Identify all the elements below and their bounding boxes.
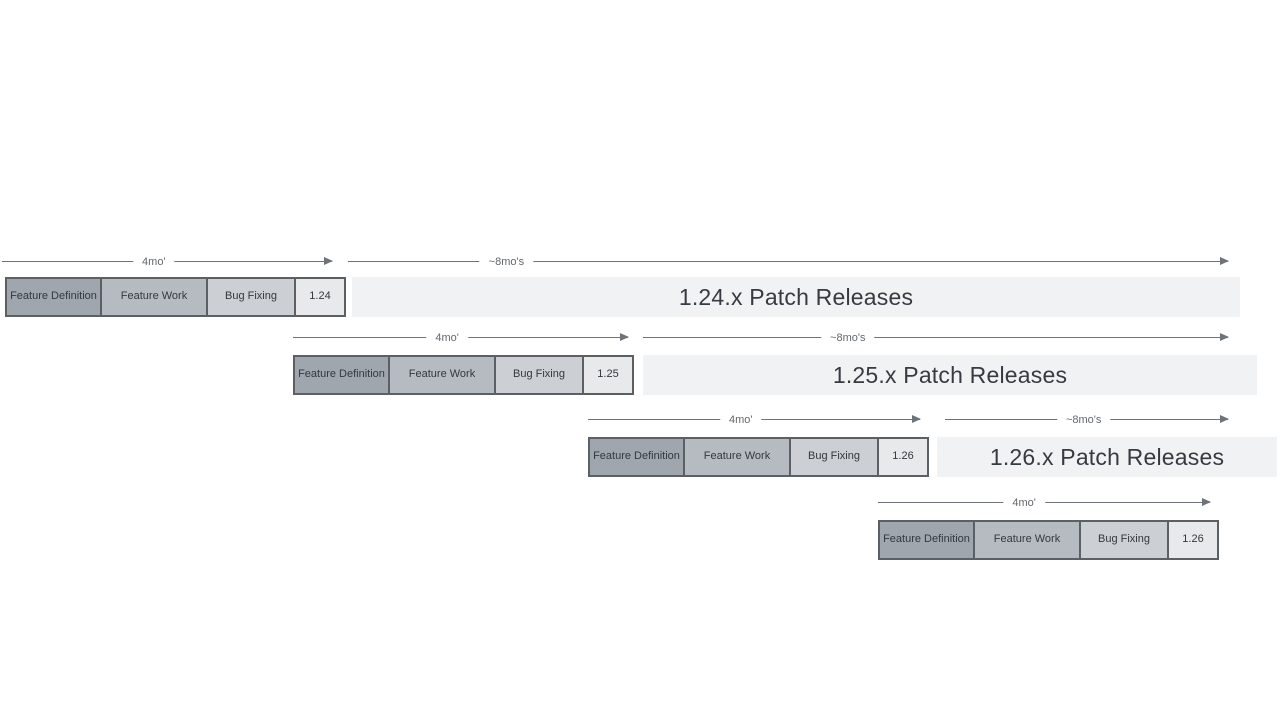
duration-label-8mo: ~8mo's — [821, 331, 875, 345]
duration-label-8mo: ~8mo's — [479, 255, 534, 269]
timeline-arrow-8mo-1.26: ~8mo's — [945, 413, 1229, 427]
stage-feature-work: Feature Work — [973, 520, 1081, 560]
patch-releases-bar-1.24: 1.24.x Patch Releases — [352, 277, 1240, 317]
version-box: 1.26 — [877, 437, 929, 477]
duration-label-4mo: 4mo' — [1003, 496, 1045, 510]
stage-feature-definition: Feature Definition — [878, 520, 975, 560]
stage-feature-definition: Feature Definition — [293, 355, 390, 395]
stage-feature-definition: Feature Definition — [588, 437, 685, 477]
stage-feature-work: Feature Work — [683, 437, 791, 477]
stage-bug-fixing: Bug Fixing — [206, 277, 296, 317]
timeline-arrow-4mo-1.26: 4mo' — [588, 413, 921, 427]
duration-label-4mo: 4mo' — [719, 413, 762, 427]
timeline-arrow-4mo-1.25: 4mo' — [293, 331, 629, 345]
stage-feature-work: Feature Work — [100, 277, 208, 317]
stage-bug-fixing: Bug Fixing — [494, 355, 584, 395]
stage-bug-fixing: Bug Fixing — [1079, 520, 1169, 560]
release-row-1.24: Feature Definition Feature Work Bug Fixi… — [5, 277, 346, 317]
version-box: 1.26 — [1167, 520, 1219, 560]
release-row-1.25: Feature Definition Feature Work Bug Fixi… — [293, 355, 634, 395]
stage-feature-definition: Feature Definition — [5, 277, 102, 317]
patch-releases-bar-1.25: 1.25.x Patch Releases — [643, 355, 1257, 395]
stage-bug-fixing: Bug Fixing — [789, 437, 879, 477]
stage-feature-work: Feature Work — [388, 355, 496, 395]
duration-label-4mo: 4mo' — [133, 255, 175, 269]
timeline-arrow-4mo-1.24: 4mo' — [2, 255, 333, 269]
patch-releases-bar-1.26: 1.26.x Patch Releases — [937, 437, 1277, 477]
timeline-arrow-4mo-next: 4mo' — [878, 496, 1211, 510]
version-box: 1.24 — [294, 277, 346, 317]
release-row-next: Feature Definition Feature Work Bug Fixi… — [878, 520, 1219, 560]
timeline-arrow-8mo-1.24: ~8mo's — [348, 255, 1229, 269]
timeline-arrow-8mo-1.25: ~8mo's — [643, 331, 1229, 345]
version-box: 1.25 — [582, 355, 634, 395]
release-row-1.26: Feature Definition Feature Work Bug Fixi… — [588, 437, 929, 477]
duration-label-8mo: ~8mo's — [1056, 413, 1111, 427]
duration-label-4mo: 4mo' — [426, 331, 468, 345]
